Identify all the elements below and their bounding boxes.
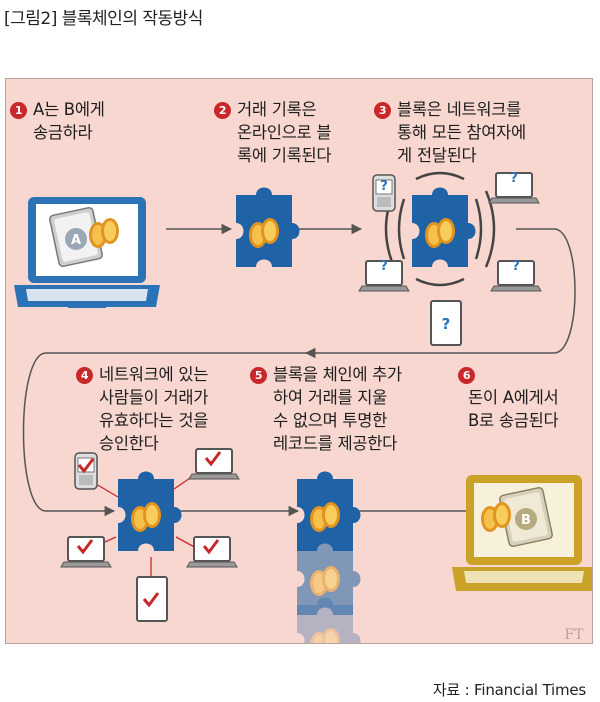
step-5-line-3: 수 없으며 투명한: [273, 411, 388, 430]
approver-phone-icon: [74, 452, 98, 490]
step-5-number: 5: [250, 367, 267, 384]
step-2: 2 거래 기록은 온라인으로 블 록에 기록된다: [214, 98, 332, 167]
unknown-mark-5: ?: [442, 315, 451, 333]
approver-tablet-icon: [136, 576, 168, 622]
step-3-line-2: 통해 모든 참여자에: [397, 123, 526, 142]
unknown-mark-2: ?: [510, 171, 518, 186]
step-2-line-2: 온라인으로 블: [237, 123, 332, 142]
step-5-line-1: 블록을 체인에 추가: [273, 365, 402, 384]
broadcast-waves: [384, 171, 496, 287]
step-1-line-2: 송금하라: [33, 123, 93, 142]
step-6-number: 6: [458, 367, 475, 384]
step-3-number: 3: [374, 102, 391, 119]
step-5: 5 블록을 체인에 추가 하여 거래를 지울 수 없으며 투명한 레코드를 제공한…: [250, 363, 402, 455]
sender-badge: [65, 228, 87, 250]
step-2-line-1: 거래 기록은: [237, 100, 317, 119]
step-4-line-3: 유효하다는 것을: [99, 411, 209, 430]
step-1-number: 1: [10, 102, 27, 119]
arrow-3-4: [304, 228, 576, 359]
unknown-mark-3: ?: [380, 259, 388, 274]
step-6: 6 돈이 A에게서 B로 송금된다: [458, 363, 559, 432]
ft-watermark: FT: [564, 627, 584, 643]
receiver-label: B: [521, 513, 531, 528]
step-2-number: 2: [214, 102, 231, 119]
approver-laptop-icon-1: [188, 448, 240, 480]
step-6-line-2: B로 송금된다: [468, 411, 559, 430]
step-5-line-4: 레코드를 제공한다: [273, 434, 397, 453]
blockchain-stack-icon: [297, 471, 361, 643]
step-1-line-1: A는 B에게: [33, 100, 105, 119]
diagram-panel: A ? ? ? ? ?: [5, 78, 593, 644]
diagram-graphics: A ? ? ? ? ?: [14, 171, 592, 643]
receiver-badge: [515, 508, 537, 530]
step-6-line-1: 돈이 A에게서: [468, 388, 559, 407]
unknown-mark-4: ?: [512, 259, 520, 274]
step-4-line-2: 사람들이 거래가: [99, 388, 209, 407]
step-3-line-3: 게 전달된다: [397, 146, 477, 165]
approver-laptop-icon-3: [186, 536, 238, 568]
step-4-line-4: 승인한다: [99, 434, 159, 453]
step-4: 4 네트워크에 있는 사람들이 거래가 유효하다는 것을 승인한다: [76, 363, 208, 455]
step-2-line-3: 록에 기록된다: [237, 146, 332, 165]
figure-title: [그림2] 블록체인의 작동방식: [4, 9, 203, 29]
sender-label: A: [71, 233, 81, 248]
step-1: 1 A는 B에게 송금하라: [10, 98, 105, 144]
figure-source: 자료 : Financial Times: [432, 681, 586, 699]
unknown-mark-1: ?: [380, 179, 388, 194]
approver-laptop-icon-2: [60, 536, 112, 568]
step-4-line-1: 네트워크에 있는: [99, 365, 209, 384]
arrow-to-4: [22, 352, 306, 517]
step-3: 3 블록은 네트워크를 통해 모든 참여자에 게 전달된다: [374, 98, 526, 167]
step-4-number: 4: [76, 367, 93, 384]
step-3-line-1: 블록은 네트워크를: [397, 100, 521, 119]
step-5-line-2: 하여 거래를 지울: [273, 388, 388, 407]
